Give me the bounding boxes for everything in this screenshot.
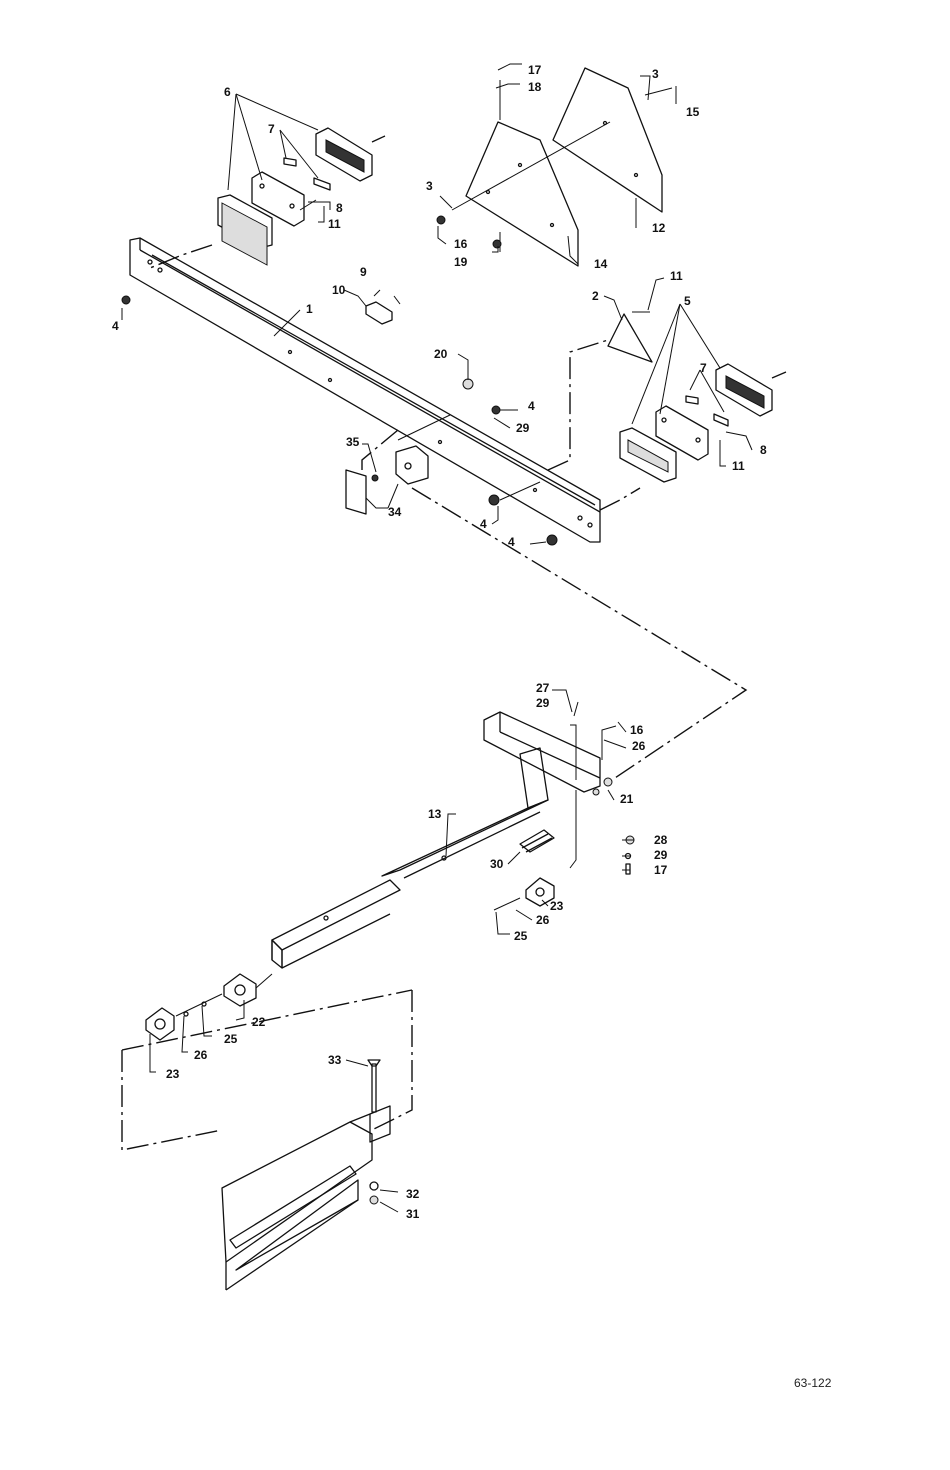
- small-triangle-bracket: [608, 312, 652, 362]
- callout-5: 5: [684, 294, 691, 308]
- callout-8: 8: [760, 443, 767, 457]
- figure-number: 63-122: [794, 1376, 832, 1390]
- callout-16: 16: [630, 723, 644, 737]
- callout-4: 4: [508, 535, 515, 549]
- callout-29: 29: [654, 848, 668, 862]
- callout-33: 33: [328, 1053, 342, 1067]
- callout-19: 19: [454, 255, 468, 269]
- callout-20: 20: [434, 347, 448, 361]
- callout-7: 7: [268, 122, 275, 136]
- callout-11: 11: [732, 459, 745, 473]
- bar-hardware: [122, 296, 557, 545]
- callout-35: 35: [346, 435, 360, 449]
- callout-27: 27: [536, 681, 550, 695]
- callout-4: 4: [480, 517, 487, 531]
- callout-4: 4: [112, 319, 119, 333]
- plug-socket-upper: [494, 878, 554, 910]
- mounting-block: [346, 446, 428, 514]
- callout-1: 1: [306, 302, 313, 316]
- left-lamp-assembly: [218, 128, 385, 265]
- callout-labels: 1233444456778891011111112131415161617171…: [112, 63, 767, 1221]
- callout-6: 6: [224, 85, 231, 99]
- hitch-hardware: [626, 836, 635, 874]
- triangle-plates: [437, 68, 672, 266]
- callout-10: 10: [332, 283, 346, 297]
- callout-4: 4: [528, 399, 535, 413]
- callout-7: 7: [700, 361, 707, 375]
- callout-21: 21: [620, 792, 634, 806]
- clip-bracket: [366, 296, 400, 324]
- callout-8: 8: [336, 201, 343, 215]
- callout-2: 2: [592, 289, 599, 303]
- callout-23: 23: [166, 1067, 180, 1081]
- callout-32: 32: [406, 1187, 420, 1201]
- callout-26: 26: [536, 913, 550, 927]
- callout-3: 3: [426, 179, 433, 193]
- callout-3: 3: [652, 67, 659, 81]
- callout-11: 11: [328, 217, 341, 231]
- callout-leaders: [122, 64, 752, 1212]
- callout-30: 30: [490, 857, 504, 871]
- tow-tube: [222, 1060, 390, 1290]
- phantom-lines: [122, 245, 746, 1150]
- right-lamp-assembly: [620, 364, 786, 482]
- hitch-frame: [272, 712, 616, 968]
- callout-14: 14: [594, 257, 608, 271]
- callout-18: 18: [528, 80, 542, 94]
- plug-socket-lower: [146, 974, 272, 1040]
- callout-25: 25: [224, 1032, 238, 1046]
- callout-26: 26: [632, 739, 646, 753]
- callout-28: 28: [654, 833, 668, 847]
- callout-9: 9: [360, 265, 367, 279]
- callout-31: 31: [406, 1207, 420, 1221]
- callout-13: 13: [428, 807, 442, 821]
- callout-17: 17: [528, 63, 542, 77]
- callout-29: 29: [516, 421, 530, 435]
- callout-22: 22: [252, 1015, 266, 1029]
- callout-12: 12: [652, 221, 666, 235]
- callout-15: 15: [686, 105, 700, 119]
- callout-23: 23: [550, 899, 564, 913]
- callout-34: 34: [388, 505, 402, 519]
- bumper-bar: [130, 238, 600, 542]
- callout-16: 16: [454, 237, 468, 251]
- callout-11: 11: [670, 269, 683, 283]
- callout-17: 17: [654, 863, 668, 877]
- callout-29: 29: [536, 696, 550, 710]
- callout-26: 26: [194, 1048, 208, 1062]
- callout-25: 25: [514, 929, 528, 943]
